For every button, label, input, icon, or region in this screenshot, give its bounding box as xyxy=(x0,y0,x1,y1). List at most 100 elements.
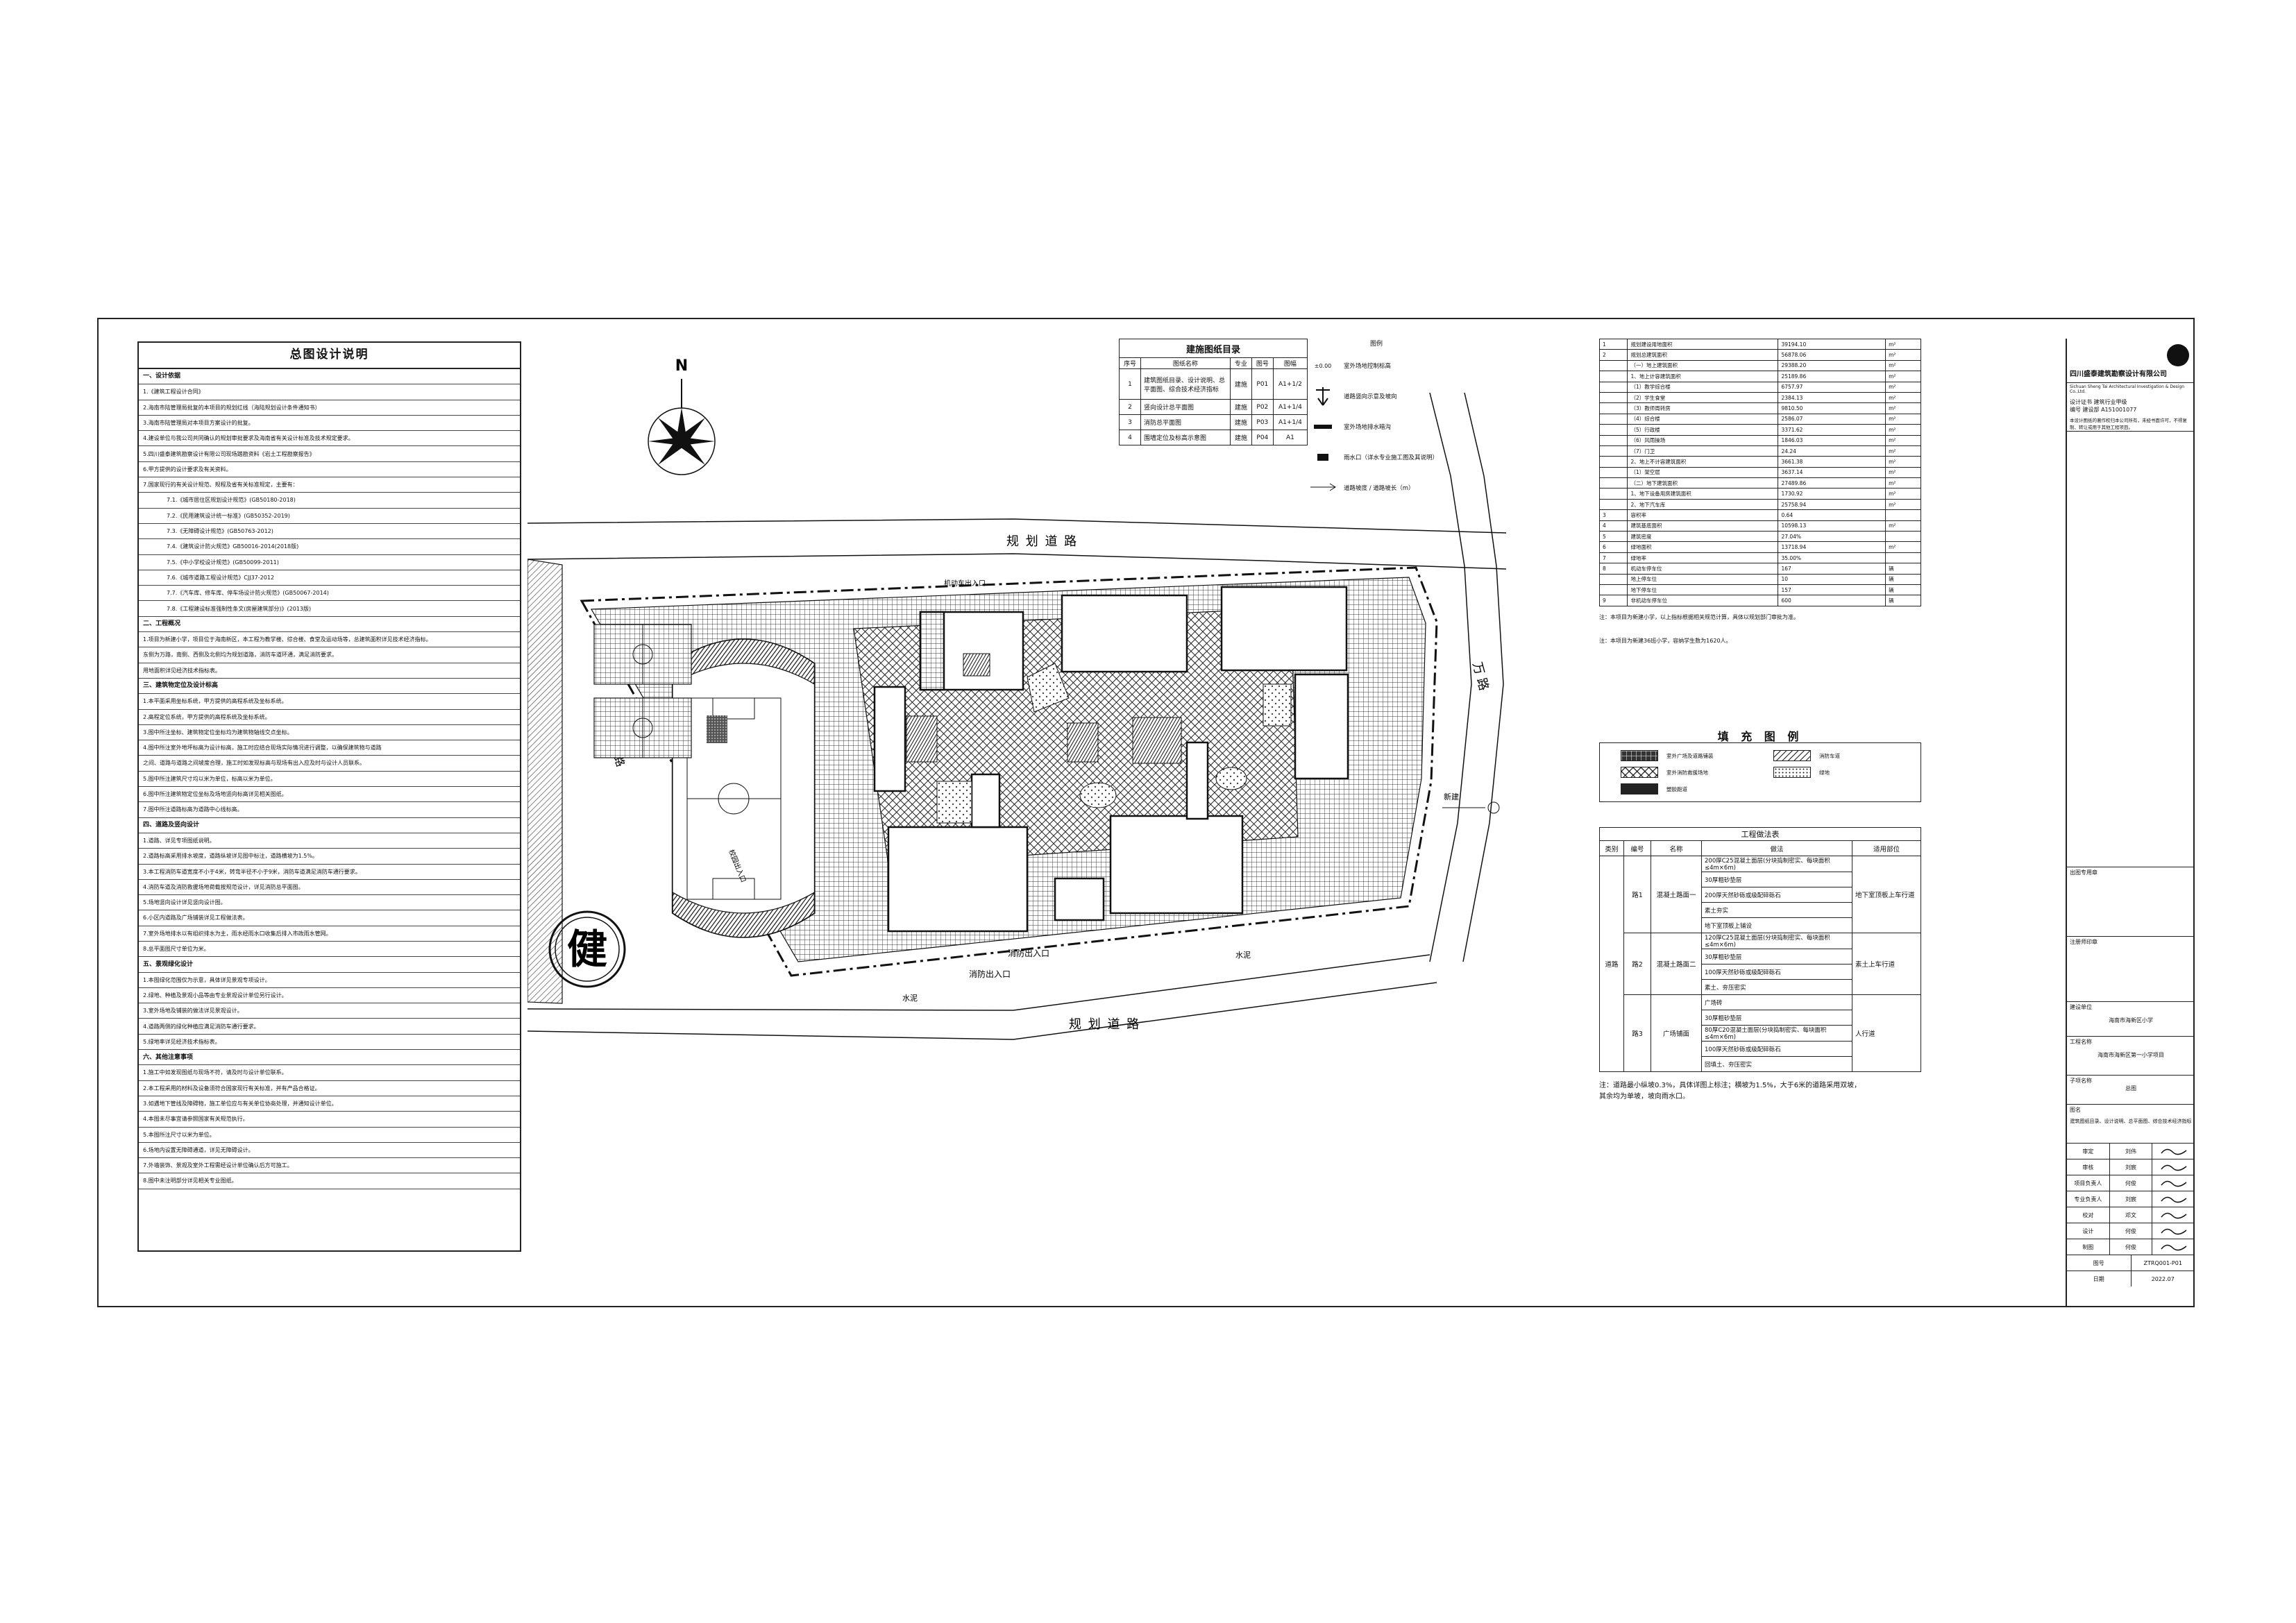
signature-mark-icon xyxy=(2152,1144,2195,1159)
fill-swatch xyxy=(1621,750,1658,761)
note-line: 4.消防车道及消防救援场地荷载按规范设计，详见消防总平面图。 xyxy=(139,880,520,896)
title-block: 四川盛泰建筑勘察设计有限公司 Sichuan Sheng Tai Archite… xyxy=(2066,339,2195,1307)
label-fire-entry-2: 消防出入口 xyxy=(969,969,1011,979)
fill-legend-text: 绿地 xyxy=(1819,769,1830,776)
econ-cell: 2384.13 xyxy=(1778,391,1886,404)
econ-cell: 56878.06 xyxy=(1778,349,1886,361)
cert-line-1: 设计证书 建筑行业甲级 xyxy=(2070,399,2127,405)
building-north-2 xyxy=(1061,594,1188,673)
signature-row: 审核刘宸 xyxy=(2067,1159,2195,1175)
signature-rows: 审定刘伟审核刘宸项目负责人何俊专业负责人刘宸校对邓文设计何俊制图何俊 xyxy=(2067,1144,2195,1255)
drawing-list-title: 建施图纸目录 xyxy=(1119,339,1308,358)
signature-name: 邓文 xyxy=(2110,1207,2153,1223)
econ-cell: 2 xyxy=(1598,349,1628,361)
note-line: 用地面积详见经济技术指标表。 xyxy=(139,663,520,679)
signature-row: 设计何俊 xyxy=(2067,1223,2195,1239)
label-south-2: 水泥 xyxy=(1235,951,1251,960)
note-line: 7.图中所注道路标高为道路中心线标高。 xyxy=(139,802,520,818)
econ-cell: 1 xyxy=(1598,338,1628,350)
drawing-no-label: 图号 xyxy=(2067,1255,2132,1271)
econ-cell xyxy=(1598,477,1628,489)
econ-cell: m² xyxy=(1885,520,1921,532)
works-layer: 回填土、夯压密实 xyxy=(1701,1056,1852,1072)
note-line: 6.图中所注建筑物定位坐标及场地竖向标高详见相关图纸。 xyxy=(139,787,520,803)
note-line: 一、设计依据 xyxy=(139,369,520,385)
fill-legend-text: 室外广场及道路铺装 xyxy=(1666,752,1714,759)
drawing-list-cell: 建筑图纸目录、设计说明、总平面图、综合技术经济指标 xyxy=(1140,368,1231,400)
works-layer: 30厚粗砂垫层 xyxy=(1701,872,1852,887)
works-header: 类别 xyxy=(1599,840,1624,856)
label-south-1: 水泥 xyxy=(902,994,918,1003)
econ-cell: 35.00% xyxy=(1778,552,1886,564)
legend-symbol-icon xyxy=(1308,453,1338,461)
note-line: 2.海南市陆管理局批复的本项目的规划红线（海陆规划设计条件通知书） xyxy=(139,400,520,416)
note-line: 4.图中所注室外地坪标高为设计标高，施工时应结合现场实际情况进行调整，以确保建筑… xyxy=(139,740,520,756)
note-line: 3.如遇地下管线及障碍物，施工单位应与有关单位协商处理，并通知设计单位。 xyxy=(139,1096,520,1112)
econ-cell: 1730.92 xyxy=(1778,488,1886,500)
label-east: 新建 xyxy=(1444,792,1459,801)
disclaimer: 本设计图纸的著作权归本公司所有，未经书面许可，不得复制、转让或用于其他工程项目。 xyxy=(2070,418,2187,430)
works-row: 回填土、夯压密实 xyxy=(1600,1056,1921,1072)
works-layer: 100厚天然砂砾或级配碎砾石 xyxy=(1701,1041,1852,1057)
econ-cell xyxy=(1598,424,1628,436)
note-line: 五、景观绿化设计 xyxy=(139,957,520,973)
econ-cell xyxy=(1598,445,1628,457)
econ-cell: 10 xyxy=(1778,573,1886,585)
econ-cell: m² xyxy=(1885,424,1921,436)
fill-legend-item: 室外广场及道路铺装 xyxy=(1621,750,1714,761)
works-layer: 30厚粗砂垫层 xyxy=(1701,949,1852,965)
svg-text:健: 健 xyxy=(567,926,607,973)
works-header: 做法 xyxy=(1701,840,1852,856)
econ-cell: 10598.13 xyxy=(1778,520,1886,532)
legend-item: 道路竖向示意及坡向 xyxy=(1308,381,1456,411)
econ-cell: （3）教师周转房 xyxy=(1627,402,1779,414)
econ-cell: 9810.50 xyxy=(1778,402,1886,414)
building-east-wing xyxy=(1294,673,1349,780)
athletic-track xyxy=(671,638,816,938)
econ-cell xyxy=(1885,531,1921,543)
signature-mark-icon xyxy=(2152,1239,2195,1255)
building-south-1 xyxy=(887,826,1029,933)
north-label: N xyxy=(675,357,688,375)
works-layer: 200厚C25混凝土面层(分块捣制密实、每块面积≤4m×6m) xyxy=(1701,856,1852,872)
econ-cell: 1、地下设备用房建筑面积 xyxy=(1627,488,1779,500)
note-line: 3.图中所注坐标、建筑物定位坐标均为建筑物轴线交点坐标。 xyxy=(139,725,520,741)
legend-symbol-icon xyxy=(1308,423,1338,430)
drawing-list-header: 专业 xyxy=(1229,357,1252,369)
drawing-list-cell: 建施 xyxy=(1229,368,1252,400)
note-line: 六、其他注意事项 xyxy=(139,1050,520,1066)
west-green-strip xyxy=(527,559,563,1004)
econ-cell: m² xyxy=(1885,445,1921,457)
econ-cell: 9 xyxy=(1598,595,1628,606)
econ-cell: 25189.86 xyxy=(1778,371,1886,382)
note-line: 1.《建筑工程设计合同》 xyxy=(139,384,520,400)
fill-swatch xyxy=(1773,767,1811,778)
building-link-2 xyxy=(1185,741,1209,820)
econ-cell: 25758.94 xyxy=(1778,498,1886,511)
design-notes-title: 总图设计说明 xyxy=(139,343,520,369)
building-north-3 xyxy=(1220,586,1348,672)
signature-name: 刘宸 xyxy=(2110,1191,2153,1207)
econ-cell: 建筑密度 xyxy=(1627,531,1779,543)
works-layer: 200厚天然砂砾或级配碎砾石 xyxy=(1701,887,1852,903)
econ-cell xyxy=(1598,413,1628,425)
econ-cell: 1、地上计容建筑面积 xyxy=(1627,371,1779,382)
econ-cell: 6757.97 xyxy=(1778,381,1886,393)
signature-row: 审定刘伟 xyxy=(2067,1144,2195,1159)
works-use: 地下室顶板上车行道 xyxy=(1852,856,1921,933)
works-use: 素土上车行道 xyxy=(1852,933,1921,995)
north-arrow-icon xyxy=(648,379,716,475)
note-line: 5.绿地率详见经济技术指标表。 xyxy=(139,1035,520,1051)
econ-cell: 绿地率 xyxy=(1627,552,1779,564)
note-line: 2.本工程采用的材料及设备须符合国家现行有关标准，并有产品合格证。 xyxy=(139,1081,520,1096)
note-line: 6.小区内道路及广场铺装详见工程做法表。 xyxy=(139,910,520,926)
